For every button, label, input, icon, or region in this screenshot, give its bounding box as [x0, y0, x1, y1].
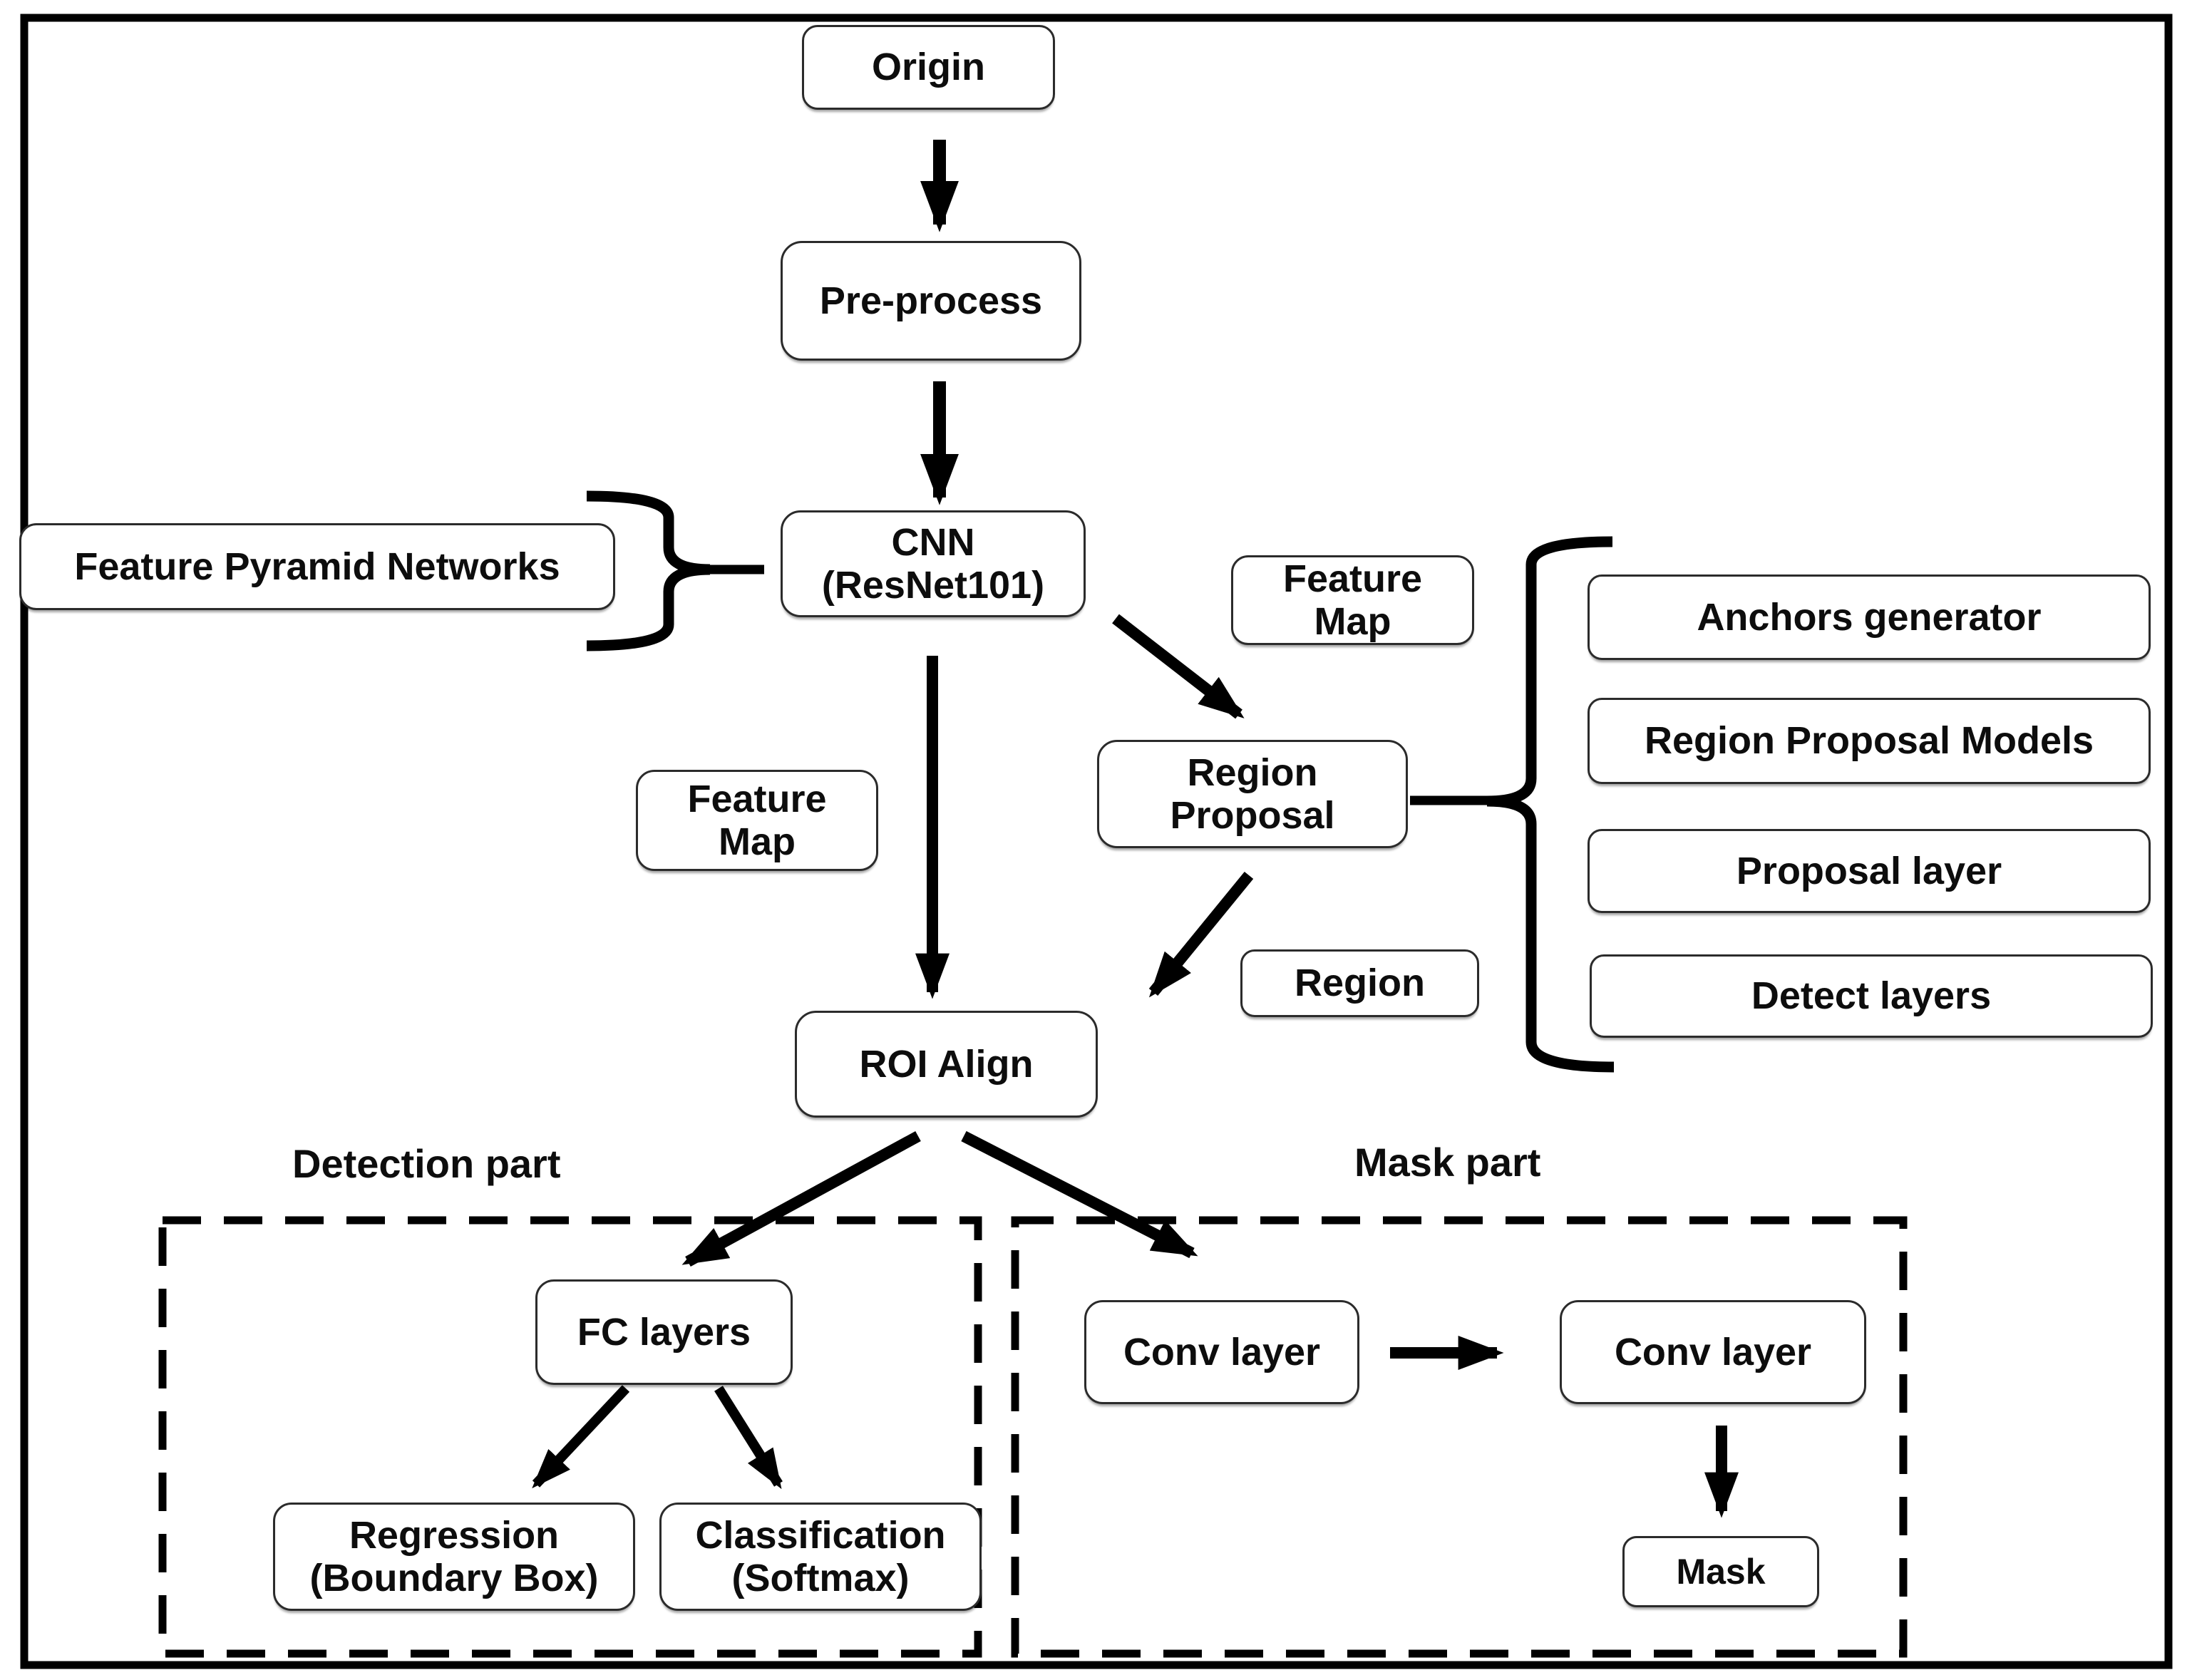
- node-preprocess: Pre-process: [781, 241, 1081, 361]
- node-origin: Origin: [802, 25, 1055, 110]
- figure-border: [20, 14, 2173, 1669]
- node-feature-pyramid-networks: Feature Pyramid Networks: [19, 523, 615, 610]
- mask-part-dashed-box: [1011, 1216, 1908, 1658]
- node-mask: Mask: [1622, 1536, 1819, 1607]
- arrow-cnn-to-region-proposal: [1112, 614, 1245, 719]
- node-region-proposal-models: Region Proposal Models: [1588, 698, 2151, 784]
- arrow-roi-align-to-conv-layer: [961, 1130, 1198, 1259]
- node-roi-align: ROI Align: [795, 1011, 1098, 1118]
- mask-part-label: Mask part: [1354, 1140, 1541, 1185]
- node-region: Region: [1240, 949, 1479, 1017]
- arrow-region-proposal-to-roi-align: [1148, 871, 1254, 998]
- node-region-proposal: Region Proposal: [1097, 740, 1408, 848]
- node-proposal-layer: Proposal layer: [1588, 829, 2151, 913]
- node-anchors-generator: Anchors generator: [1588, 574, 2151, 660]
- node-classification-softmax: Classification (Softmax): [659, 1503, 982, 1611]
- node-detect-layers: Detect layers: [1590, 954, 2153, 1038]
- detection-part-dashed-box: [158, 1216, 982, 1658]
- node-regression-boundary-box: Regression (Boundary Box): [273, 1503, 635, 1611]
- node-conv-layer-1: Conv layer: [1084, 1300, 1359, 1404]
- node-feature-map-upper: Feature Map: [1231, 555, 1474, 645]
- node-conv-layer-2: Conv layer: [1560, 1300, 1866, 1404]
- arrow-fc-layers-to-regression: [532, 1385, 630, 1489]
- arrow-fc-layers-to-classification: [714, 1386, 783, 1490]
- detection-part-label: Detection part: [292, 1141, 561, 1186]
- node-cnn-resnet101: CNN (ResNet101): [781, 510, 1086, 617]
- arrow-roi-align-to-fc-layers: [681, 1130, 921, 1267]
- node-fc-layers: FC layers: [535, 1279, 793, 1385]
- node-feature-map-lower: Feature Map: [636, 770, 878, 871]
